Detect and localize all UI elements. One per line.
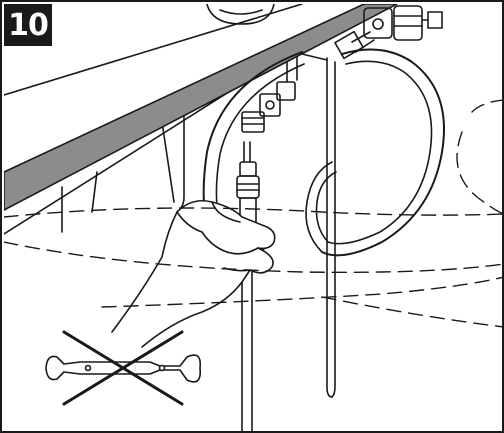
dashed-guide-lines: [4, 99, 502, 328]
valve-cluster-icon: [363, 5, 443, 41]
hand-icon: [111, 199, 276, 348]
step-number-badge: 10: [4, 4, 52, 46]
sink-edge-band: [4, 4, 398, 211]
faucet-fittings: [241, 56, 298, 133]
drain-fitting: [206, 4, 275, 25]
crossed-out-wrench-icon: [45, 330, 202, 406]
hose-icon: [301, 30, 445, 398]
quick-connector-icon: [236, 141, 260, 431]
